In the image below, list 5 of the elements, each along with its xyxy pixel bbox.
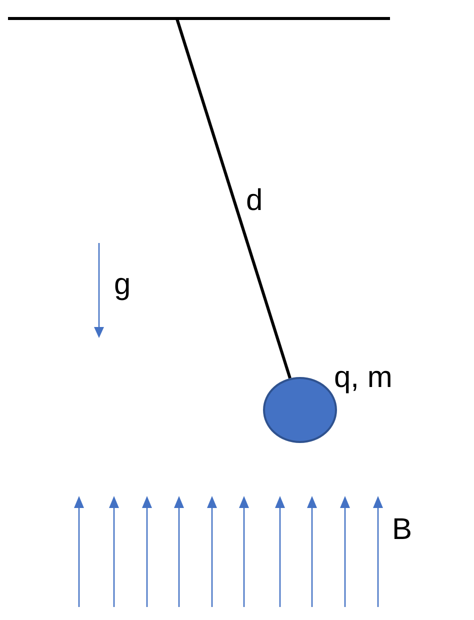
magnetic-field-label: B — [392, 515, 412, 545]
ceiling-line — [8, 17, 390, 20]
gravity-label: g — [114, 270, 131, 300]
charge-mass-label: q, m — [334, 363, 392, 393]
pendulum-string — [176, 18, 292, 379]
